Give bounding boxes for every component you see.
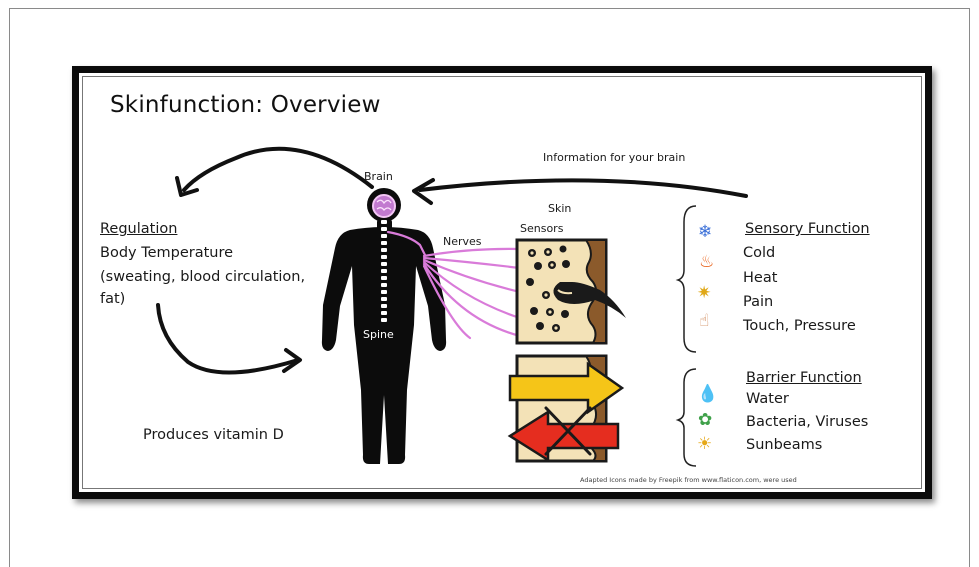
water-drop-icon: 💧 xyxy=(697,386,718,403)
sensory-item: Heat xyxy=(743,270,777,286)
barrier-item: Water xyxy=(746,391,789,407)
brain-label: Brain xyxy=(364,170,393,183)
regulation-heading: Regulation xyxy=(100,221,177,237)
flame-icon: ♨ xyxy=(699,254,714,271)
barrier-heading: Barrier Function xyxy=(746,370,862,386)
spine-column xyxy=(381,220,387,322)
sensory-heading: Sensory Function xyxy=(745,221,870,237)
sun-icon: ☀ xyxy=(697,436,712,453)
nerves-label: Nerves xyxy=(443,235,482,248)
pain-icon: ✷ xyxy=(697,285,711,302)
sensory-item: Cold xyxy=(743,245,775,261)
sensory-item: Touch, Pressure xyxy=(743,318,856,334)
regulation-line: (sweating, blood circulation, xyxy=(100,269,305,285)
sensors-label: Sensors xyxy=(520,222,563,235)
skin-label: Skin xyxy=(548,202,571,215)
arrow-sensory-to-brain xyxy=(420,180,746,196)
regulation-line: fat) xyxy=(100,291,125,307)
arrow-brain-to-regulation xyxy=(184,149,372,190)
bacteria-icon: ✿ xyxy=(698,412,712,429)
touch-icon: ☝ xyxy=(699,313,709,330)
barrier-item: Bacteria, Viruses xyxy=(746,414,868,430)
icon-credit: Adapted Icons made by Freepik from www.f… xyxy=(580,476,797,484)
skin-barrier-block xyxy=(510,356,622,461)
sensory-item: Pain xyxy=(743,294,773,310)
brackets xyxy=(678,206,696,466)
arrow-regulation-to-body xyxy=(158,305,298,373)
snowflake-icon: ❄ xyxy=(698,224,712,241)
skin-sensors-block xyxy=(517,240,626,343)
diagram-title: Skinfunction: Overview xyxy=(110,92,381,118)
vitamin-d-label: Produces vitamin D xyxy=(143,427,284,443)
information-label: Information for your brain xyxy=(543,151,685,164)
barrier-item: Sunbeams xyxy=(746,437,822,453)
brain-icon xyxy=(373,195,395,217)
regulation-line: Body Temperature xyxy=(100,245,233,261)
spine-label: Spine xyxy=(363,328,394,341)
